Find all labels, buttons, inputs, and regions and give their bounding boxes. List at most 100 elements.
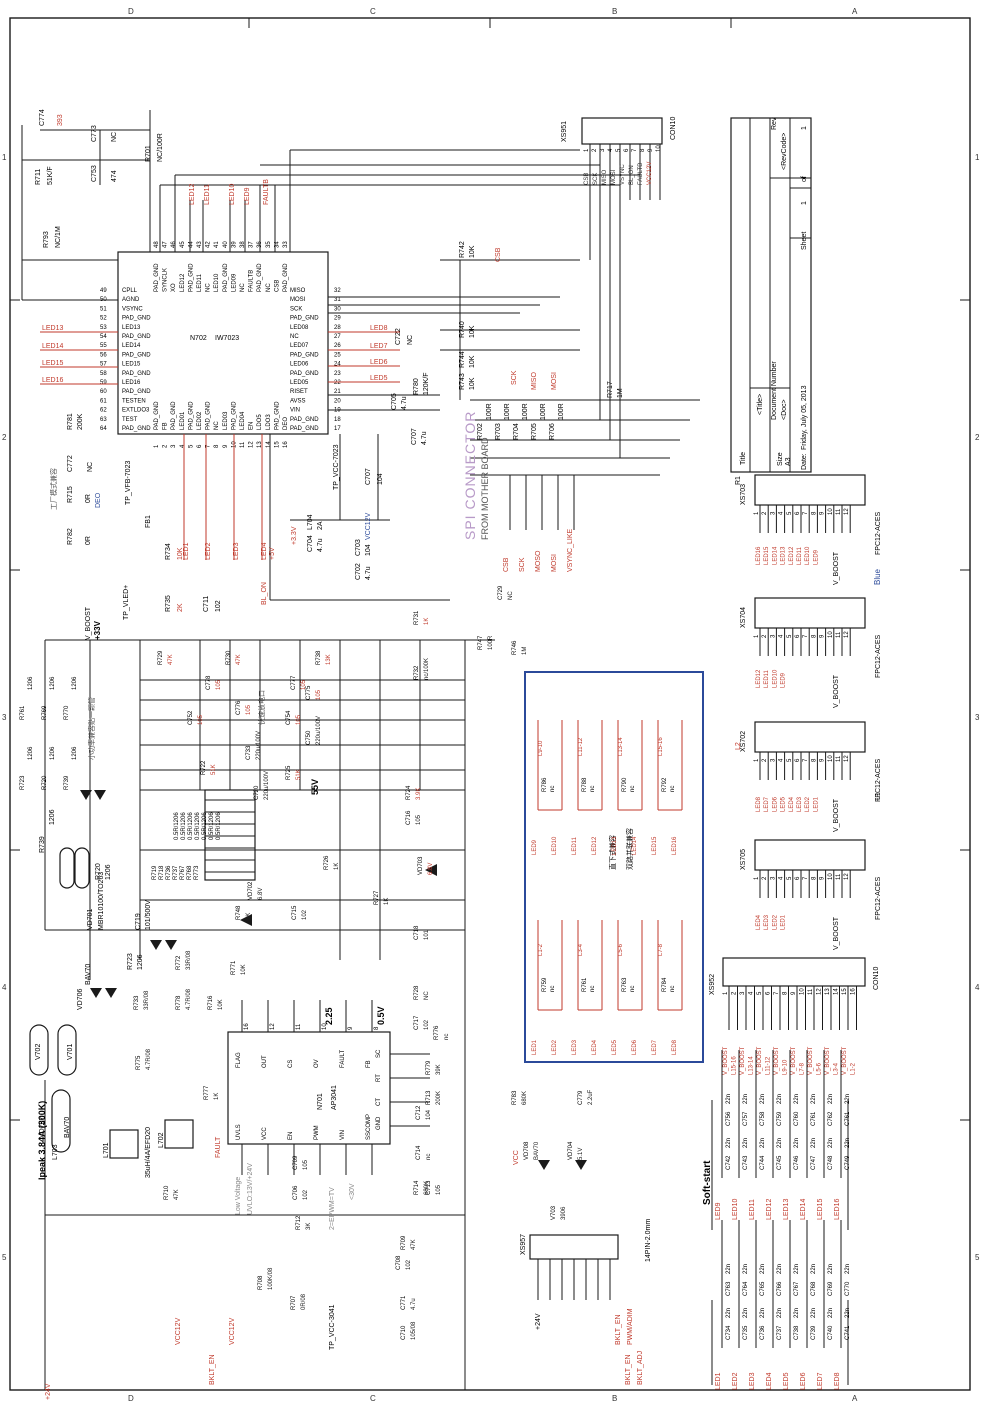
iw7023-bottom-pin-num: 7 — [206, 444, 212, 448]
component-ref: R708 — [258, 1275, 264, 1290]
val-c711: 102 — [215, 600, 222, 612]
fpc-connector-part: FPC12-ACES — [875, 758, 882, 802]
xs952-signal: V_BOOST — [774, 1046, 780, 1075]
net-deo: DEO — [95, 492, 102, 508]
component-ref: C733 — [246, 745, 252, 760]
xs952-signal: V_BOOST — [825, 1046, 831, 1075]
iw7023-left-pin-num: 49 — [100, 288, 107, 294]
softstart-cap-value: 22n — [726, 1264, 732, 1274]
label-l1: L1 — [875, 792, 882, 800]
fpc-pin-number: 4 — [779, 758, 785, 762]
softstart-cap-value: 22n — [794, 1138, 800, 1148]
component-ref: C771 — [401, 1295, 407, 1310]
val-vd706: 1206 — [137, 954, 144, 970]
iw7023-left-pin-name: AGND — [122, 297, 140, 303]
softstart-cap-ref: C769 — [828, 1281, 834, 1296]
ap3041-bottom-pin: VIN — [340, 1130, 346, 1140]
xs951-pin-number: 10 — [656, 145, 662, 152]
component-ref: VD708 — [524, 1141, 530, 1160]
softstart-cap-ref: C759 — [777, 1111, 783, 1126]
heatsink-headers — [109, 1119, 194, 1159]
ref-c705: C705 — [391, 393, 398, 410]
iw7023-bottom-pin-name: PAD_GND — [231, 401, 237, 430]
softstart-cap-ref: C761 — [811, 1111, 817, 1126]
xs952-signal: V_BOOST — [757, 1046, 763, 1075]
fpc-connector-ref: XS705 — [740, 849, 747, 870]
spi-net-label: VSYNC_LIKE — [567, 528, 574, 572]
softstart-cap-ref: C744 — [760, 1155, 766, 1170]
snubber-resistor-ref: R770 — [64, 705, 70, 720]
component-ref: R738 — [316, 650, 322, 665]
fpc-pin-number: 8 — [811, 758, 817, 762]
val-c703: 4.7u — [317, 538, 324, 552]
component-ref: R732 — [414, 665, 420, 680]
fpc-pin-number: 1 — [754, 758, 760, 762]
fpc-pin-number: 11 — [836, 873, 842, 880]
net-vcc: VCC — [513, 1150, 520, 1165]
component-ref: C715 — [292, 905, 298, 920]
component-ref: C750 — [306, 730, 312, 745]
fpc-pin-number: 2 — [762, 876, 768, 880]
iw7023-right-pin-name: SCK — [290, 306, 302, 312]
component-ref: R712 — [296, 1215, 302, 1230]
net-vcc12v: VCC12V — [175, 1317, 182, 1345]
iw7023-bottom-pin-num: 13 — [257, 441, 263, 448]
fpc-pin-number: 2 — [762, 634, 768, 638]
snubber-resistor-value: 1206 — [28, 676, 34, 690]
net-led2: LED2 — [205, 542, 212, 560]
xs952-pin-number: 14 — [834, 988, 840, 995]
xs951-pin-number: 2 — [592, 148, 598, 152]
net-bklt-en: BKLT_EN — [209, 1354, 216, 1385]
ap3041-top-pin: OUT — [262, 1055, 268, 1068]
iw7023-top-pin-name: CSB — [274, 280, 280, 292]
spi-resistor-value: 100R — [504, 403, 511, 420]
iw7023-left-nets — [40, 331, 118, 385]
grid-col-a-bottom: A — [852, 1394, 858, 1403]
softstart-cap-ref: C767 — [794, 1281, 800, 1296]
ref-c719: R739 — [39, 836, 46, 853]
sheet-label: Sheet — [801, 232, 808, 250]
note-dual: 双路并联兼容 — [625, 828, 634, 870]
component-value: 33R/08 — [144, 990, 150, 1010]
component-ref: R713 — [426, 1090, 432, 1105]
fpc-led-net: LED1 — [781, 914, 787, 930]
xs951-signal: BL_ON — [629, 165, 635, 185]
tp-vcc7023: TP_VCC-7023 — [333, 444, 340, 490]
led-pair-led-b: LED2 — [552, 1039, 558, 1055]
ap3041-top-pin: CS — [288, 1060, 294, 1068]
softstart-cap-value: 22n — [828, 1308, 834, 1318]
component-ref: R722 — [201, 760, 207, 775]
led-pair-label: L3-4 — [578, 943, 584, 956]
iw7023-top-pin-name: PAD_GND — [154, 263, 160, 292]
fpc-led-net: LED15 — [764, 546, 770, 565]
component-ref: C778 — [206, 675, 212, 690]
iw7023-right-pin-name: PAD_GND — [290, 316, 319, 322]
fpc-led-net: LED10 — [772, 669, 778, 688]
iw7023-top-pin-name: LED11 — [197, 273, 203, 292]
component-value: 680K — [522, 1091, 528, 1105]
softstart-cap-ref: C764 — [743, 1281, 749, 1296]
led-pair-led-a: LED9 — [532, 839, 538, 855]
fpc-led-net: LED3 — [764, 914, 770, 930]
component-ref: R709 — [401, 1235, 407, 1250]
led-pair-led-a: LED11 — [572, 836, 578, 855]
xs952-pin-number: 8 — [783, 991, 789, 995]
xs952-signal: V_BOOST — [808, 1046, 814, 1075]
val-r734: 10K — [177, 547, 184, 560]
ap3041-right-pin: CT — [376, 1098, 382, 1106]
xs952-pin-number: 9 — [791, 991, 797, 995]
iw7023-right-pin-name: VIN — [290, 408, 300, 414]
xs951-signal: VCC12V — [647, 162, 653, 185]
softstart-cap-value: 22n — [828, 1138, 834, 1148]
iw7023-left-pin-name: PAD_GND — [122, 426, 151, 432]
component-value: 105 — [301, 679, 307, 690]
component-ref: R727 — [374, 890, 380, 905]
component-value: nc — [426, 1154, 432, 1160]
ref-hs5: L702 — [158, 1132, 165, 1148]
softstart-cap-value: 22n — [828, 1094, 834, 1104]
val-c702: 104 — [365, 544, 372, 556]
fpc-led-net: LED2 — [772, 914, 778, 930]
iw7023-right-pin-name: LED06 — [290, 362, 309, 368]
iw7023-left-pin-name: TEST — [122, 417, 138, 423]
